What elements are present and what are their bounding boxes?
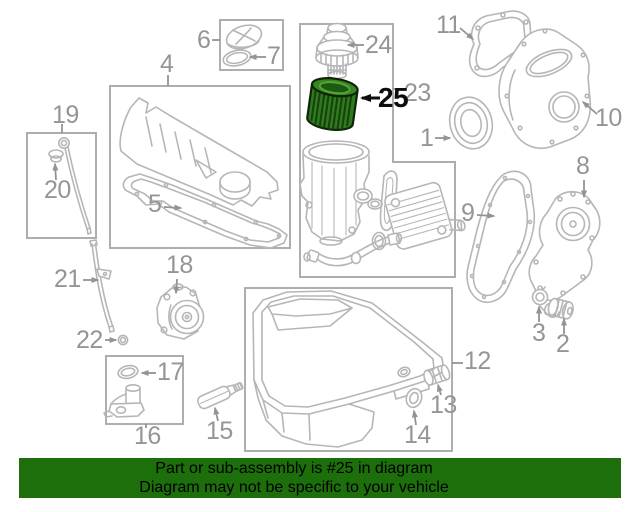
part-17-oring-drawing: [117, 364, 139, 380]
part-25-oil-filter-highlighted: [306, 77, 359, 131]
arrow-5: [163, 204, 183, 211]
part-19-dipstick-drawing: [57, 137, 92, 235]
part-22-ring-drawing: [117, 334, 129, 346]
callout-2: 2: [556, 330, 570, 358]
callout-9: 9: [461, 199, 475, 227]
callout-7: 7: [267, 42, 281, 70]
part-24-filter-cap-drawing: [315, 22, 359, 80]
callout-25-highlighted: 25: [378, 82, 409, 113]
callout-24: 24: [365, 31, 392, 59]
callout-14: 14: [404, 421, 431, 449]
arrow-9: [476, 212, 496, 219]
callout-10: 10: [595, 104, 622, 132]
part-4-valve-cover-drawing: [119, 97, 279, 207]
part-14-washer-drawing: [405, 387, 423, 409]
part-5-gasket-drawing: [122, 173, 288, 249]
callout-20: 20: [44, 176, 71, 204]
box-23: [299, 23, 456, 278]
part-1-crank-seal-drawing: [448, 96, 494, 150]
callout-11: 11: [436, 11, 461, 39]
part-16-pickup-tube-drawing: [103, 383, 145, 418]
callout-6: 6: [197, 26, 211, 54]
callout-3: 3: [532, 319, 546, 347]
callout-22: 22: [76, 326, 103, 354]
arrow-15: [213, 406, 220, 422]
highlight-banner: Part or sub-assembly is #25 in diagram D…: [19, 458, 621, 498]
part-10-timing-cover-drawing: [498, 28, 592, 149]
part-23-oil-cooler-drawing: [384, 181, 466, 250]
callout-1: 1: [420, 124, 434, 152]
callout-5: 5: [148, 190, 162, 218]
box-4-5: [109, 85, 291, 249]
callout-15: 15: [206, 417, 233, 445]
callout-17: 17: [157, 358, 184, 386]
callout-16: 16: [134, 422, 161, 450]
part-9-gasket-drawing: [466, 170, 536, 303]
part-23-oil-hose-drawing: [303, 232, 403, 267]
part-23-filter-housing-drawing: [299, 140, 398, 251]
banner-line-1: Part or sub-assembly is #25 in diagram: [155, 460, 433, 477]
box-6-7: [219, 19, 284, 71]
arrow-14: [411, 409, 418, 426]
part-15-sealant-tube-drawing: [197, 381, 244, 410]
arrow-20: [52, 162, 59, 181]
part-21-dipstick-tube-drawing: [89, 239, 115, 333]
arrow-13: [436, 383, 443, 396]
callout-arrows: [52, 27, 598, 428]
part-18-pump-drawing: [156, 283, 205, 340]
callout-12: 12: [464, 347, 491, 375]
part-13-drain-plug-drawing: [423, 364, 451, 386]
box-12: [244, 287, 453, 452]
part-6-oil-cap-drawing: [225, 24, 263, 50]
part-7-oring-drawing: [222, 49, 252, 67]
callout-18: 18: [166, 251, 193, 279]
callout-23: 23: [404, 79, 431, 107]
arrow-11: [459, 27, 475, 40]
callout-8: 8: [576, 152, 590, 180]
callout-21: 21: [54, 265, 81, 293]
part-20-grommet-drawing: [48, 149, 64, 163]
callout-13: 13: [430, 391, 457, 419]
group-boxes: [26, 19, 456, 452]
arrow-18: [173, 278, 180, 295]
arrow-10: [581, 101, 598, 115]
banner-line-2: Diagram may not be specific to your vehi…: [139, 479, 449, 496]
box-16-17: [105, 355, 184, 425]
callout-19: 19: [52, 101, 79, 129]
part-3-seal-ring-drawing: [531, 288, 549, 306]
callout-4: 4: [160, 50, 174, 78]
part-2-plug-drawing: [547, 297, 574, 320]
